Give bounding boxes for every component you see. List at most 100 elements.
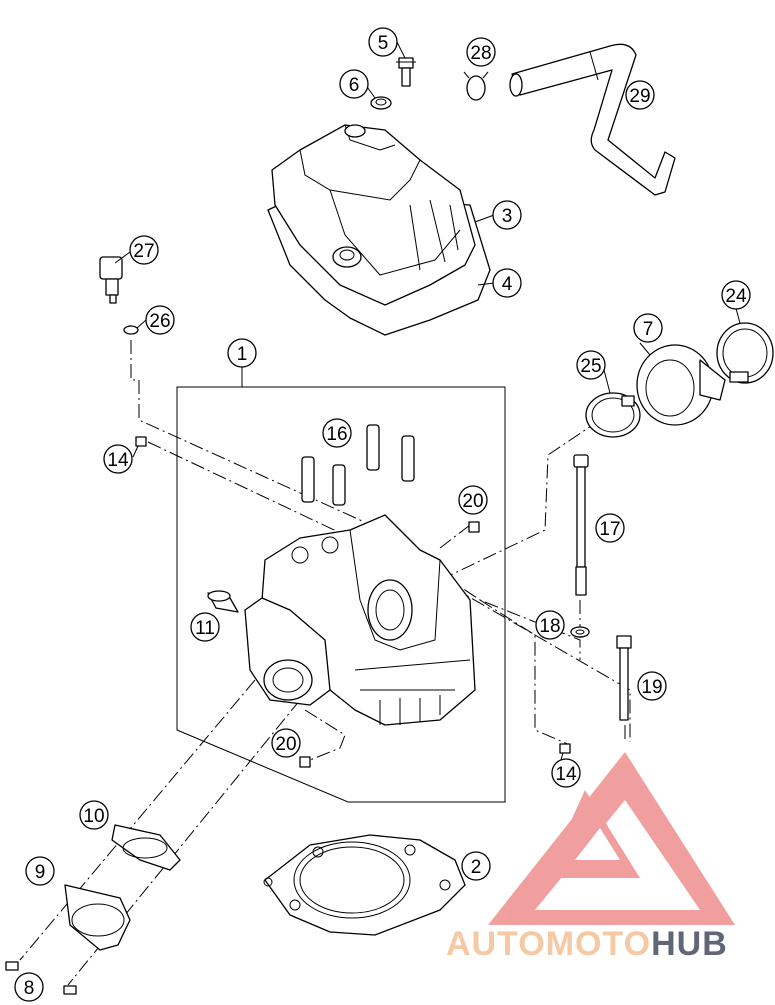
callout-16: 16	[322, 418, 352, 448]
callout-number: 7	[643, 319, 654, 340]
plug	[468, 521, 480, 533]
watermark-hub: HUB	[651, 925, 728, 963]
callout-1: 1	[227, 338, 257, 368]
callout-circle	[227, 338, 257, 368]
callout-number: 4	[502, 274, 513, 295]
callout-number: 1	[237, 344, 248, 365]
callout-number: 18	[539, 616, 560, 637]
callout-number: 6	[349, 75, 360, 96]
callout-circle	[103, 444, 133, 474]
callout-14: 14	[551, 758, 581, 788]
callout-18: 18	[535, 610, 565, 640]
callout-number: 25	[580, 356, 601, 377]
callout-7: 7	[633, 313, 663, 343]
callout-number: 2	[471, 857, 482, 878]
callout-24: 24	[721, 280, 751, 310]
seal-ring	[123, 325, 139, 335]
plug	[299, 756, 311, 768]
seal-ring	[370, 96, 392, 110]
callout-circle	[461, 851, 491, 881]
callout-6: 6	[339, 69, 369, 99]
callout-26: 26	[145, 305, 175, 335]
screw	[396, 57, 416, 87]
hose-clamp	[716, 322, 774, 384]
callout-17: 17	[595, 513, 625, 543]
callout-circle	[492, 268, 522, 298]
callout-number: 9	[35, 862, 46, 883]
callout-9: 9	[25, 856, 55, 886]
callout-number: 10	[83, 806, 104, 827]
svg-text:AUTOMOTOHUB: AUTOMOTOHUB	[446, 925, 728, 963]
callout-circle	[14, 972, 44, 1002]
callout-number: 8	[24, 978, 35, 999]
callout-circle	[368, 27, 398, 57]
callout-14: 14	[103, 444, 133, 474]
callout-25: 25	[576, 350, 606, 380]
callout-circle	[145, 305, 175, 335]
callout-circle	[551, 758, 581, 788]
temperature-sensor	[99, 256, 123, 304]
plug	[135, 436, 147, 447]
callout-circle	[339, 69, 369, 99]
callout-number: 14	[107, 450, 129, 471]
callout-number: 20	[462, 491, 483, 512]
callout-28: 28	[466, 37, 496, 67]
callout-circle	[633, 313, 663, 343]
callout-circle	[466, 37, 496, 67]
cylinder-head-gasket	[263, 834, 466, 936]
callout-number: 27	[133, 241, 154, 262]
hose-clamp	[585, 392, 641, 438]
washer	[570, 626, 590, 638]
callout-number: 19	[641, 677, 662, 698]
valve-guides	[301, 424, 415, 506]
callout-circle	[79, 800, 109, 830]
plug	[559, 743, 571, 754]
callout-number: 5	[378, 33, 389, 54]
callout-number: 24	[725, 286, 747, 307]
callout-3: 3	[492, 200, 522, 230]
callout-circle	[129, 235, 159, 265]
watermark-moto: MOTO	[546, 925, 651, 963]
watermark-text: AUTOMOTOHUB	[446, 925, 728, 963]
callout-circle	[25, 856, 55, 886]
callout-number: 26	[149, 311, 170, 332]
exhaust-flange	[64, 884, 131, 951]
cylinder-head	[244, 514, 476, 726]
callout-19: 19	[637, 671, 667, 701]
callout-circle	[625, 80, 655, 110]
callout-4: 4	[492, 268, 522, 298]
stud	[573, 454, 589, 596]
dowel-sleeve	[207, 590, 239, 613]
callout-circle	[322, 418, 352, 448]
valve-cover	[271, 124, 476, 306]
callout-number: 16	[326, 424, 347, 445]
callout-8: 8	[14, 972, 44, 1002]
callout-27: 27	[129, 235, 159, 265]
watermark-auto: AUTO	[446, 925, 546, 963]
callout-circle	[492, 200, 522, 230]
callout-number: 28	[470, 43, 491, 64]
callout-circle	[190, 612, 220, 642]
callout-number: 14	[555, 764, 577, 785]
callout-circle	[637, 671, 667, 701]
callout-20: 20	[271, 728, 301, 758]
callout-circle	[595, 513, 625, 543]
callout-2: 2	[461, 851, 491, 881]
callout-11: 11	[190, 612, 220, 642]
bolt	[616, 635, 632, 721]
callout-number: 11	[195, 618, 215, 639]
callout-circle	[271, 728, 301, 758]
callout-10: 10	[79, 800, 109, 830]
exhaust-gasket	[111, 824, 181, 871]
callout-number: 17	[599, 519, 620, 540]
callout-number: 3	[502, 206, 513, 227]
callout-circle	[576, 350, 606, 380]
hose-clip	[463, 71, 489, 101]
breather-hose	[509, 43, 676, 196]
screw	[5, 961, 77, 995]
callout-number: 29	[629, 86, 650, 107]
callout-5: 5	[368, 27, 398, 57]
callout-29: 29	[625, 80, 655, 110]
intake-flange	[636, 344, 726, 426]
